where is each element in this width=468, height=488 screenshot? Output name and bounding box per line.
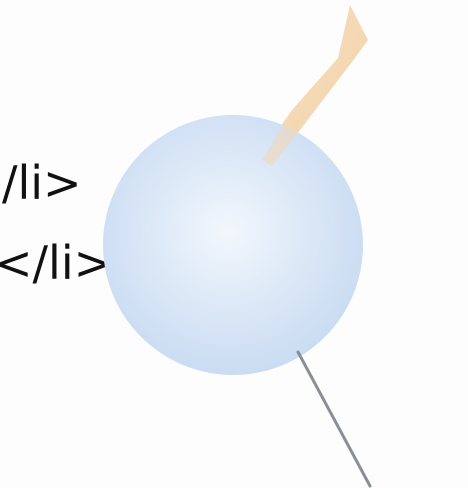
lower-line (298, 352, 370, 486)
sphere (103, 115, 363, 375)
